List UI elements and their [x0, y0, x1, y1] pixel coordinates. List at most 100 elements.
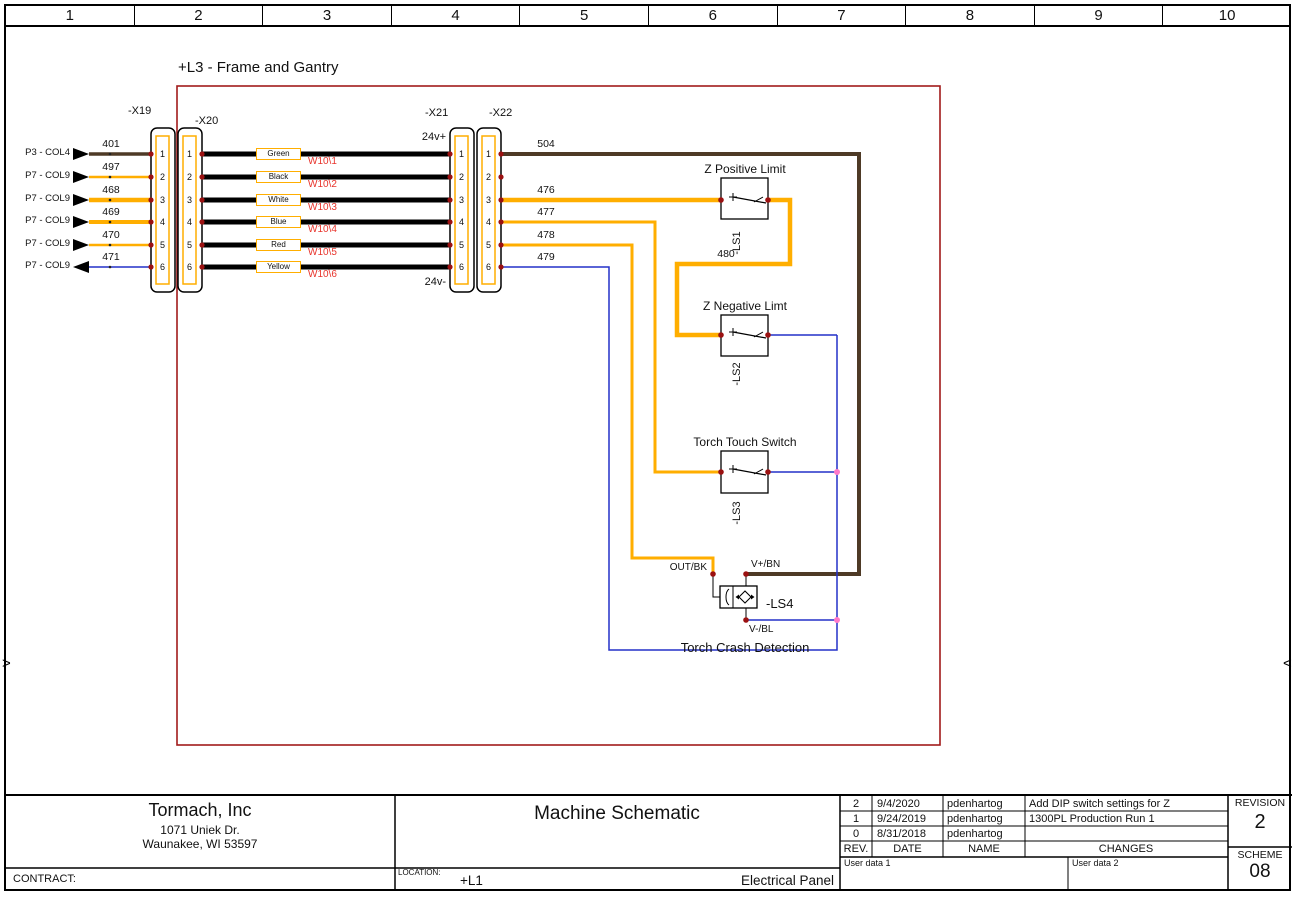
svg-text:2: 2 — [486, 172, 491, 182]
wire-number: 471 — [102, 251, 120, 263]
svg-text:4: 4 — [187, 217, 192, 227]
title-block-grid — [5, 794, 1292, 891]
svg-text:6: 6 — [459, 262, 464, 272]
switch-ref-ls3: -LS3 — [731, 501, 743, 525]
l3-frame-rect — [176, 85, 941, 746]
core-color-tag: Red — [256, 239, 301, 251]
revision-value: 2 — [1254, 811, 1266, 833]
switch-ref-ls2: -LS2 — [731, 362, 743, 386]
core-color-tag: Blue — [256, 216, 301, 228]
wire-number: 497 — [102, 161, 120, 173]
rev-date: 9/24/2019 — [877, 813, 926, 825]
signal-arrow-icon — [73, 148, 89, 160]
rev-number: 0 — [852, 828, 860, 840]
switch-ls2 — [720, 314, 769, 357]
wire-number: 469 — [102, 206, 120, 218]
rev-header-rev: REV. — [843, 843, 869, 855]
ruler-cell: 3 — [263, 6, 392, 25]
cable-core-label: W10\4 — [308, 224, 337, 235]
contract-label: CONTRACT: — [13, 873, 76, 885]
svg-text:2: 2 — [459, 172, 464, 182]
rev-header-date: DATE — [893, 843, 922, 855]
cable-core-label: W10\2 — [308, 179, 337, 190]
ruler-cell: 5 — [520, 6, 649, 25]
location-description: Electrical Panel — [740, 873, 834, 888]
net-number: 504 — [537, 138, 555, 150]
net-number: 477 — [537, 206, 555, 218]
svg-text:3: 3 — [486, 195, 491, 205]
rev-name: pdenhartog — [947, 798, 1003, 810]
rail-24v-plus-label: 24v+ — [421, 131, 446, 143]
source-ref: P7 - COL9 — [25, 260, 70, 271]
junction-dots — [148, 151, 771, 623]
net-number: 478 — [537, 229, 555, 241]
connector-label-x21: -X21 — [425, 107, 449, 119]
source-ref: P7 - COL9 — [25, 170, 70, 181]
junction-dot-pink — [834, 617, 840, 623]
scheme-value: 08 — [1249, 861, 1271, 882]
rev-date: 8/31/2018 — [877, 828, 926, 840]
junction-dot-pink — [834, 469, 840, 475]
svg-text:3: 3 — [459, 195, 464, 205]
rail-24v-minus-label: 24v- — [424, 276, 446, 288]
sensor-ref-ls4: -LS4 — [766, 596, 794, 611]
ruler-cell: 10 — [1218, 7, 1236, 24]
rev-number: 2 — [852, 798, 860, 810]
svg-text:4: 4 — [486, 217, 491, 227]
svg-text:5: 5 — [486, 240, 491, 250]
svg-text:3: 3 — [160, 195, 165, 205]
company-name: Tormach, Inc — [148, 800, 252, 820]
svg-text:1: 1 — [486, 149, 491, 159]
switch-title-ls1: Z Positive Limit — [704, 162, 786, 176]
cable-core-label: W10\6 — [308, 269, 337, 280]
core-color-tag: White — [256, 194, 301, 206]
drawing-frame-border — [4, 4, 1291, 891]
svg-text:1: 1 — [187, 149, 192, 159]
source-ref: P3 - COL4 — [25, 147, 70, 158]
switch-ls1 — [720, 177, 769, 220]
column-ruler: 1 2 3 4 5 6 7 8 9 10 — [6, 6, 1291, 27]
net-number: 480 — [717, 248, 735, 260]
svg-text:1: 1 — [459, 149, 464, 159]
svg-text:1: 1 — [160, 149, 165, 159]
company-address-line1: 1071 Uniek Dr. — [160, 823, 240, 837]
company-address-line2: Waunakee, WI 53597 — [142, 837, 258, 851]
source-ref: P7 - COL9 — [25, 238, 70, 249]
connector-label-x19: -X19 — [128, 105, 152, 117]
svg-text:4: 4 — [160, 217, 165, 227]
rev-changes: 1300PL Production Run 1 — [1029, 813, 1155, 825]
location-value: +L1 — [460, 873, 483, 888]
switch-title-ls3: Torch Touch Switch — [693, 435, 797, 449]
rev-changes: Add DIP switch settings for Z — [1029, 798, 1171, 810]
switch-title-ls2: Z Negative Limt — [702, 299, 788, 313]
svg-text:5: 5 — [187, 240, 192, 250]
signal-arrow-icon — [73, 216, 89, 228]
ruler-cell: 8 — [906, 6, 1035, 25]
user-data-1: User data 1 — [844, 858, 891, 868]
scheme-label: SCHEME — [1237, 849, 1283, 861]
switch-ref-ls1: -LS1 — [731, 231, 743, 255]
ruler-cell: 9 — [1035, 6, 1164, 25]
signal-arrow-icon — [73, 194, 89, 206]
svg-text:5: 5 — [160, 240, 165, 250]
signal-arrow-icon — [73, 261, 89, 273]
switch-ls3 — [720, 450, 769, 494]
cable-core-label: W10\1 — [308, 156, 337, 167]
rev-name: pdenhartog — [947, 813, 1003, 825]
svg-text:6: 6 — [160, 262, 165, 272]
rev-name: pdenhartog — [947, 828, 1003, 840]
net-number: 476 — [537, 184, 555, 196]
core-color-tag: Black — [256, 171, 301, 183]
net-number: 479 — [537, 251, 555, 263]
svg-text:2: 2 — [187, 172, 192, 182]
sensor-out-label: OUT/BK — [669, 562, 707, 573]
ruler-cell: 7 — [778, 6, 907, 25]
connector-label-x22: -X22 — [489, 107, 513, 119]
rev-header-name: NAME — [968, 843, 1000, 855]
rev-header-changes: CHANGES — [1098, 843, 1154, 855]
sensor-title: Torch Crash Detection — [680, 640, 810, 655]
core-color-tag: Green — [256, 148, 301, 160]
source-ref: P7 - COL9 — [25, 215, 70, 226]
